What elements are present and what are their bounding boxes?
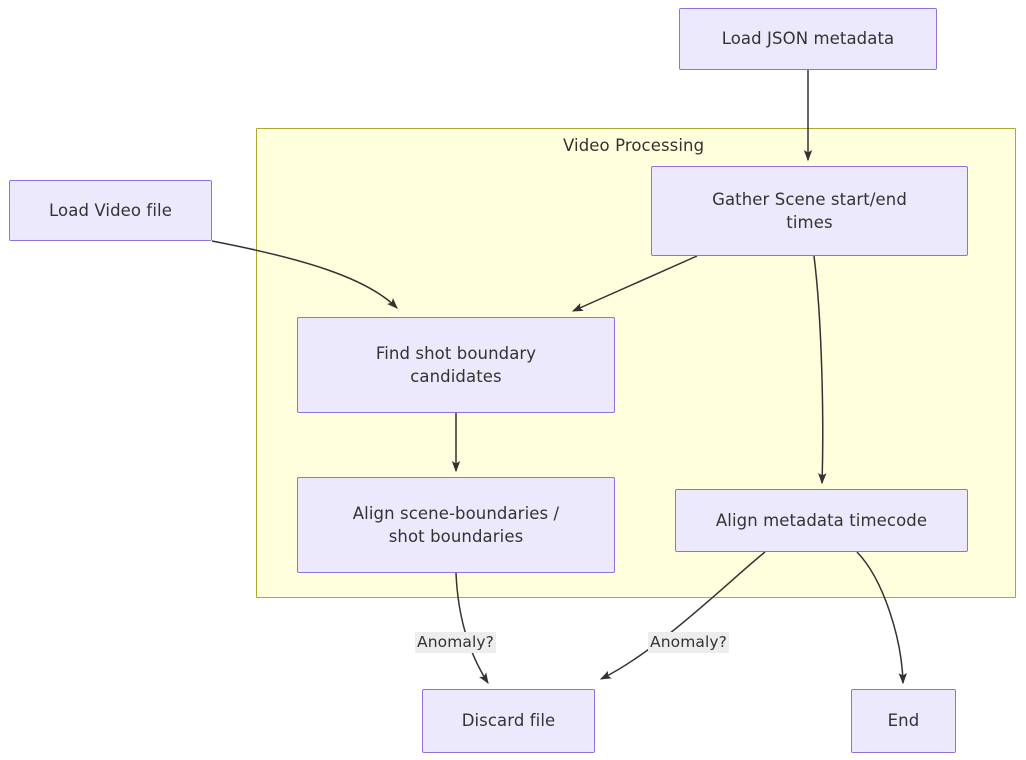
node-load-video-file[interactable]: Load Video file xyxy=(9,180,212,241)
subgraph-title-video-processing: Video Processing xyxy=(563,136,705,155)
node-label-find-shot-boundary-candidates: Find shot boundary candidates xyxy=(375,343,537,386)
node-label-align-metadata-timecode: Align metadata timecode xyxy=(715,510,928,530)
node-label-end: End xyxy=(887,711,920,731)
node-label-gather-scene-times: Gather Scene start/end times xyxy=(712,189,907,232)
node-align-scene-shot-boundaries[interactable]: Align scene-boundaries / shot boundaries xyxy=(297,477,615,573)
edge-label-edge-align-scene-to-discard: Anomaly? xyxy=(415,632,497,653)
node-gather-scene-times[interactable]: Gather Scene start/end times xyxy=(651,166,968,256)
node-label-load-json-metadata: Load JSON metadata xyxy=(721,29,895,49)
node-label-align-scene-shot-boundaries: Align scene-boundaries / shot boundaries xyxy=(352,503,560,546)
node-label-load-video-file: Load Video file xyxy=(49,200,172,220)
node-discard-file[interactable]: Discard file xyxy=(422,689,595,753)
node-align-metadata-timecode[interactable]: Align metadata timecode xyxy=(675,489,968,552)
edge-label-edge-align-metadata-to-discard: Anomaly? xyxy=(648,632,730,653)
node-load-json-metadata[interactable]: Load JSON metadata xyxy=(679,8,937,70)
node-find-shot-boundary-candidates[interactable]: Find shot boundary candidates xyxy=(297,317,615,413)
node-end[interactable]: End xyxy=(851,689,956,753)
node-label-discard-file: Discard file xyxy=(461,711,556,731)
